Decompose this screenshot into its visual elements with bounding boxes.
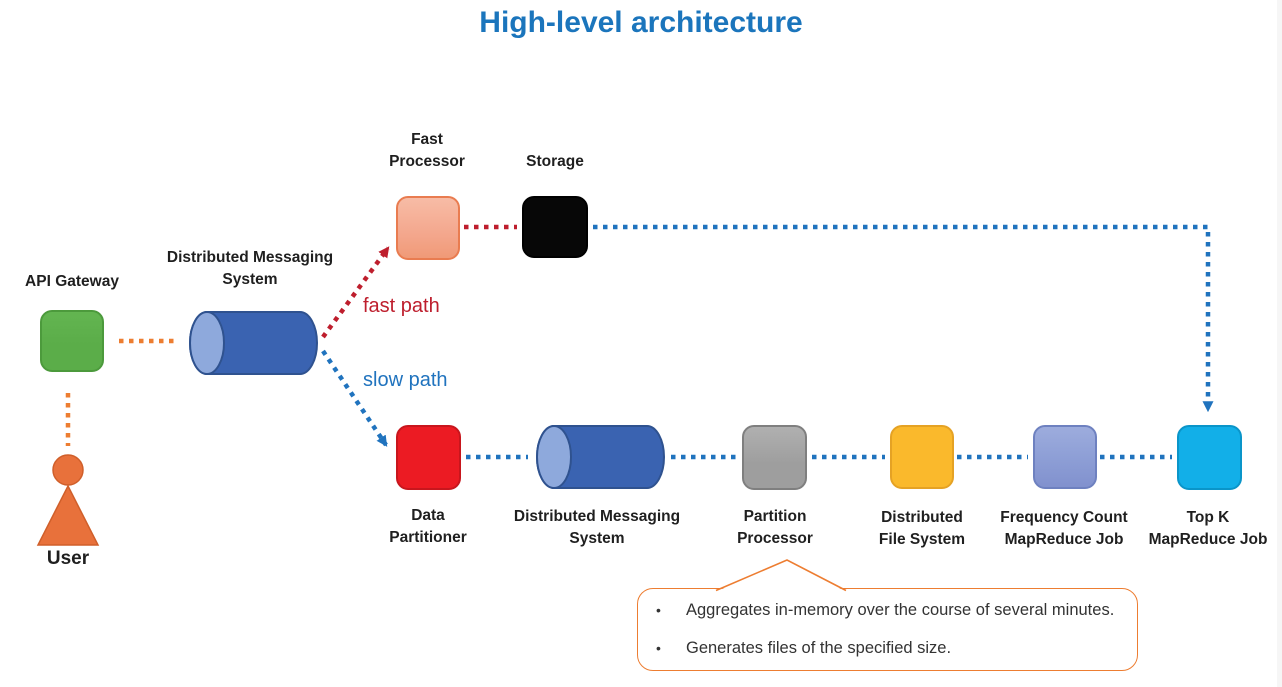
distributed-file-system-label: Distributed File System: [862, 507, 982, 551]
storage-node: [522, 196, 588, 258]
data-partitioner-node: [396, 425, 461, 490]
callout-bullet-2-text: Generates files of the specified size.: [686, 639, 952, 657]
partition-processor-label: Partition Processor: [715, 506, 835, 550]
data-partitioner-label-line2: Partitioner: [389, 529, 467, 546]
top-k-job-label-line2: MapReduce Job: [1148, 531, 1268, 548]
dms-bottom-label-line2: System: [569, 530, 625, 547]
frequency-count-job-node: [1033, 425, 1097, 489]
dms-top-cylinder: [189, 311, 318, 375]
screen-right-edge: [1277, 0, 1282, 687]
frequency-count-job-label: Frequency Count MapReduce Job: [984, 507, 1144, 551]
edge-storage-to-top-k-job: [593, 224, 1214, 413]
storage-label: Storage: [526, 153, 584, 170]
dms-bottom-label-line1: Distributed Messaging: [513, 508, 681, 525]
top-k-job-label: Top K MapReduce Job: [1128, 507, 1282, 551]
callout-bullet-1-text: Aggregates in-memory over the course of …: [686, 601, 1115, 619]
page-title: High-level architecture: [479, 6, 803, 39]
frequency-count-job-label-line1: Frequency Count: [1000, 509, 1128, 526]
data-partitioner-label: Data Partitioner: [368, 505, 488, 549]
distributed-file-system-node: [890, 425, 954, 489]
user-label: User: [46, 548, 90, 569]
callout-bullet-2: • Generates files of the specified size.: [656, 638, 1119, 659]
top-k-job-label-line1: Top K: [1186, 509, 1230, 526]
fast-processor-node: [396, 196, 460, 260]
distributed-file-system-label-line1: Distributed: [881, 509, 963, 526]
partition-processor-callout: • Aggregates in-memory over the course o…: [637, 588, 1138, 671]
fast-processor-label-line2: Processor: [389, 153, 465, 170]
dms-top-label: Distributed Messaging System: [155, 247, 345, 291]
data-partitioner-label-line1: Data: [411, 507, 445, 524]
bullet-icon: •: [656, 640, 661, 656]
partition-processor-node: [742, 425, 807, 490]
dms-bottom-label: Distributed Messaging System: [502, 506, 692, 550]
callout-pointer-outline: [715, 559, 847, 592]
frequency-count-job-label-line2: MapReduce Job: [1004, 531, 1124, 548]
api-gateway-node: [40, 310, 104, 372]
dms-top-label-line1: Distributed Messaging: [166, 249, 334, 266]
callout-bullet-1: • Aggregates in-memory over the course o…: [656, 600, 1119, 621]
api-gateway-label: API Gateway: [25, 273, 119, 290]
distributed-file-system-label-line2: File System: [878, 531, 966, 548]
fast-processor-label: Fast Processor: [367, 129, 487, 173]
fast-processor-label-line1: Fast: [411, 131, 443, 148]
bullet-icon: •: [656, 602, 661, 618]
dms-top-label-line2: System: [222, 271, 278, 288]
callout-pointer-fill: [716, 558, 846, 592]
slow-path-label: slow path: [363, 369, 448, 391]
user-icon: [36, 454, 100, 546]
edge-slow-path: [321, 349, 388, 447]
top-k-job-node: [1177, 425, 1242, 490]
fast-path-label: fast path: [363, 295, 440, 317]
partition-processor-label-line1: Partition: [743, 508, 807, 525]
dms-bottom-cylinder: [536, 425, 665, 489]
partition-processor-label-line2: Processor: [737, 530, 813, 547]
